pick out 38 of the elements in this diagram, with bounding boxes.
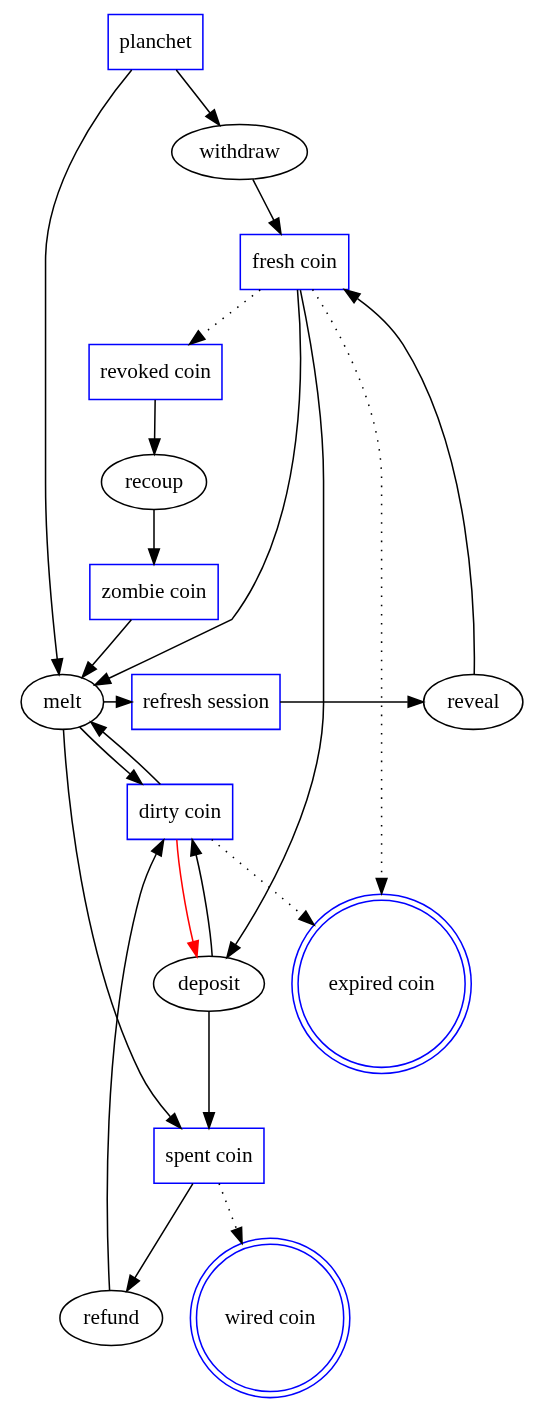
- arrow: [62, 728, 183, 1131]
- node-ellipse: withdraw: [170, 123, 308, 181]
- node-box: refresh session: [130, 673, 281, 731]
- arrow: [102, 695, 134, 709]
- node-ellipse: refund: [58, 1289, 163, 1347]
- arrow: [202, 1011, 215, 1131]
- node-circle: wired coin: [189, 1237, 351, 1399]
- arrow: [187, 289, 261, 346]
- arrow: [225, 289, 324, 960]
- arrow: [175, 839, 199, 959]
- arrow: [92, 289, 301, 686]
- arrow: [147, 399, 161, 457]
- node-box: planchet: [106, 13, 204, 71]
- arrow: [80, 619, 132, 679]
- arrow: [175, 69, 221, 127]
- node-circle: expired coin: [290, 893, 472, 1075]
- node-box: spent coin: [152, 1127, 265, 1185]
- node-ellipse: recoup: [100, 453, 207, 511]
- node-ellipse: melt: [19, 673, 104, 731]
- arrow: [311, 288, 388, 897]
- arrow: [88, 720, 161, 786]
- arrow: [278, 695, 426, 709]
- arrow: [251, 178, 282, 237]
- node-box: fresh coin: [239, 233, 350, 291]
- node-box: revoked coin: [87, 343, 223, 401]
- arrow: [217, 1182, 243, 1246]
- arrow: [189, 837, 213, 957]
- arrow: [106, 838, 165, 1291]
- arrow: [44, 69, 132, 677]
- arrow: [210, 838, 316, 927]
- arrow: [342, 288, 475, 676]
- arrow: [78, 726, 144, 786]
- node-box: dirty coin: [126, 783, 233, 841]
- arrow: [147, 509, 160, 567]
- arrow: [125, 1182, 194, 1294]
- node-box: zombie coin: [88, 563, 219, 621]
- node-ellipse: reveal: [422, 673, 524, 731]
- node-ellipse: deposit: [152, 955, 265, 1013]
